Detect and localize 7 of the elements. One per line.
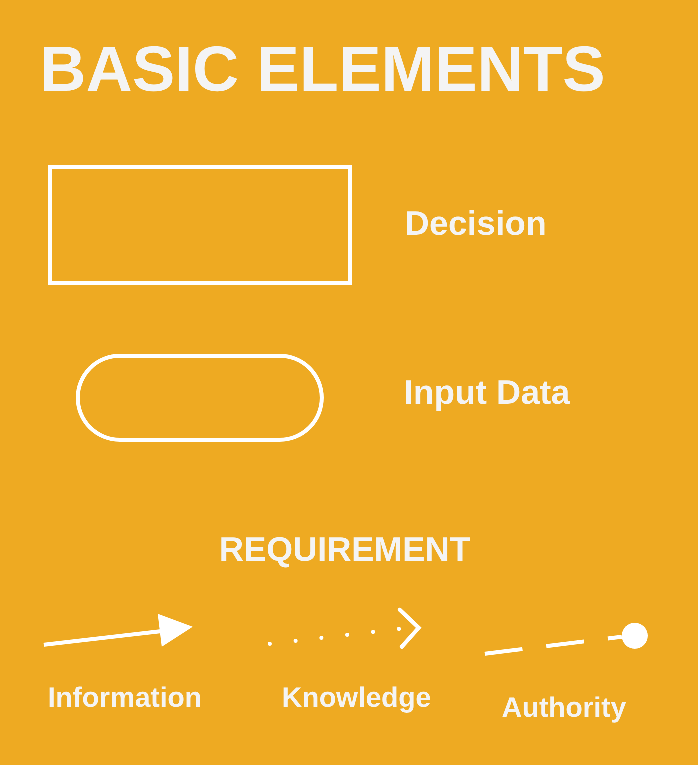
legend-label: Knowledge [282, 683, 432, 714]
diagram-title: BASIC ELEMENTS [40, 34, 606, 104]
section-heading: REQUIREMENT [219, 532, 471, 570]
legend-label: Information [48, 683, 202, 714]
legend-label: Input Data [404, 375, 570, 412]
legend-label: Decision [405, 206, 547, 244]
legend-label: Authority [502, 693, 626, 724]
